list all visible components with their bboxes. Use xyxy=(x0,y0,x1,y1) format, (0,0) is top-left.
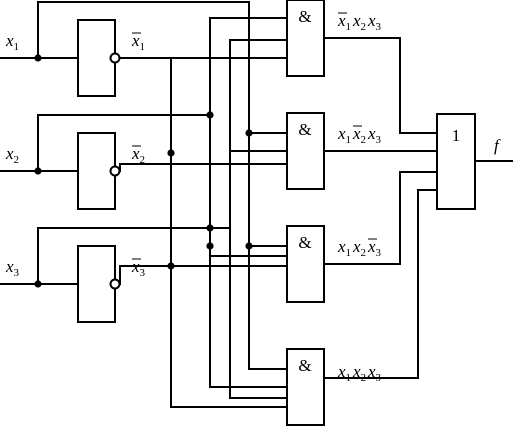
junction-dot xyxy=(167,149,175,157)
inverter-1 xyxy=(77,19,121,97)
and-gate-body xyxy=(286,112,325,190)
inverter-output-label-1: x1 xyxy=(131,31,145,53)
junction-dot xyxy=(34,280,42,288)
term-literal: x3 xyxy=(367,362,382,384)
bus-x3-down xyxy=(229,227,288,399)
junction-dot xyxy=(245,129,253,137)
inverter-bubble xyxy=(109,165,121,177)
wires xyxy=(0,1,513,408)
and-gate-3: & xyxy=(286,225,325,303)
term-literal: x1 xyxy=(337,11,351,33)
and1-to-or xyxy=(323,37,438,134)
inverter-bubble xyxy=(109,278,121,290)
inverter-body xyxy=(77,132,116,210)
or-gate: 1 xyxy=(436,113,476,210)
bus-x2-down xyxy=(209,114,288,388)
and-gate-body xyxy=(286,0,325,77)
junction-dot xyxy=(167,262,175,270)
or-gate-symbol: 1 xyxy=(452,126,461,145)
and-gate-4: & xyxy=(286,348,325,426)
line-x3-bar xyxy=(119,265,288,285)
inverter-body xyxy=(77,19,116,97)
input-label-x2: x2 xyxy=(5,144,19,166)
term-literal: x2 xyxy=(352,362,366,384)
and-gate-body xyxy=(286,225,325,303)
or-gate-body xyxy=(436,113,476,210)
junction-dot xyxy=(34,54,42,62)
inverter-3 xyxy=(77,245,121,323)
complement-label: x3 xyxy=(131,257,146,279)
junction-dot xyxy=(206,111,214,119)
junctions xyxy=(34,54,253,288)
junction-dot xyxy=(206,242,214,250)
term-literal: x2 xyxy=(352,11,366,33)
inverter-body xyxy=(77,245,116,323)
and-gate-symbol: & xyxy=(298,7,311,26)
term-literal: x1 xyxy=(337,237,351,259)
junction-dot xyxy=(34,167,42,175)
term-literal: x3 xyxy=(367,124,382,146)
bus-x1 xyxy=(37,1,288,370)
output-label-f: f xyxy=(494,136,501,155)
and-gate-body xyxy=(286,348,325,426)
input-label-x3: x3 xyxy=(5,257,20,279)
term-literal: x2 xyxy=(352,237,366,259)
line-x2-bar xyxy=(119,163,288,172)
inverter-output-label-2: x2 xyxy=(131,144,145,166)
term-literal: x1 xyxy=(337,124,351,146)
term-literal: x3 xyxy=(367,11,382,33)
complement-label: x2 xyxy=(131,144,145,166)
and3-to-or xyxy=(323,171,438,265)
complement-label: x1 xyxy=(131,31,145,53)
and-gate-symbol: & xyxy=(298,233,311,252)
and-gate-2: & xyxy=(286,112,325,190)
inverter-2 xyxy=(77,132,121,210)
and-gate-symbol: & xyxy=(298,120,311,139)
and-gate-symbol: & xyxy=(298,356,311,375)
and-gate-1: & xyxy=(286,0,325,77)
junction-dot xyxy=(206,224,214,232)
and4-to-or xyxy=(323,189,438,379)
inverter-bubble xyxy=(109,52,121,64)
inverter-output-label-3: x3 xyxy=(131,257,146,279)
junction-dot xyxy=(245,242,253,250)
term-literal: x2 xyxy=(352,124,366,146)
term-literal: x1 xyxy=(337,362,351,384)
bus-x1-bar xyxy=(170,57,288,408)
input-label-x1: x1 xyxy=(5,31,19,53)
term-literal: x3 xyxy=(367,237,382,259)
